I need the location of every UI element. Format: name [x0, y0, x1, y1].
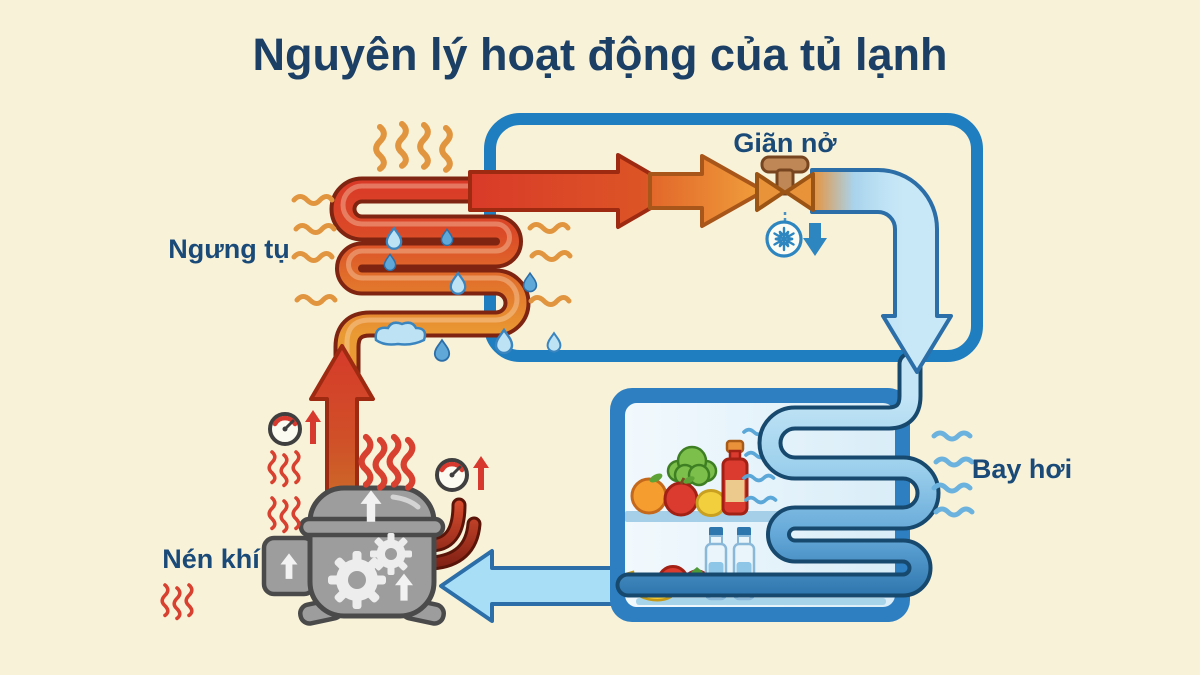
compressor-highlight — [390, 494, 421, 510]
expansion-label: Giãn nở — [733, 128, 837, 158]
broccoli-icon — [666, 445, 718, 487]
valve-icon — [755, 155, 815, 212]
sauce-bottle-icon — [721, 439, 749, 516]
cold-pipe-arrow — [810, 168, 953, 374]
cooling-down-arrow-icon — [803, 223, 827, 256]
droplet-icon — [374, 226, 562, 362]
water-puddle — [374, 321, 427, 346]
condensation-label: Ngưng tụ — [168, 234, 290, 264]
gauge-icon — [270, 414, 300, 444]
discharge-arrow — [309, 344, 375, 499]
lemon-icon — [695, 489, 727, 517]
compressor-icon — [261, 485, 482, 626]
hot-gas-arrow-orange — [648, 154, 766, 228]
gear-icon — [328, 551, 386, 609]
gear-icon — [370, 533, 412, 575]
snowflake-icon — [765, 220, 803, 258]
fridge-floor-shelf — [636, 598, 886, 605]
evaporation-label: Bay hơi — [972, 454, 1072, 484]
compression-label: Nén khí — [162, 544, 261, 574]
gauge-icon — [437, 460, 467, 490]
page-title: Nguyên lý hoạt động của tủ lạnh — [252, 29, 947, 80]
